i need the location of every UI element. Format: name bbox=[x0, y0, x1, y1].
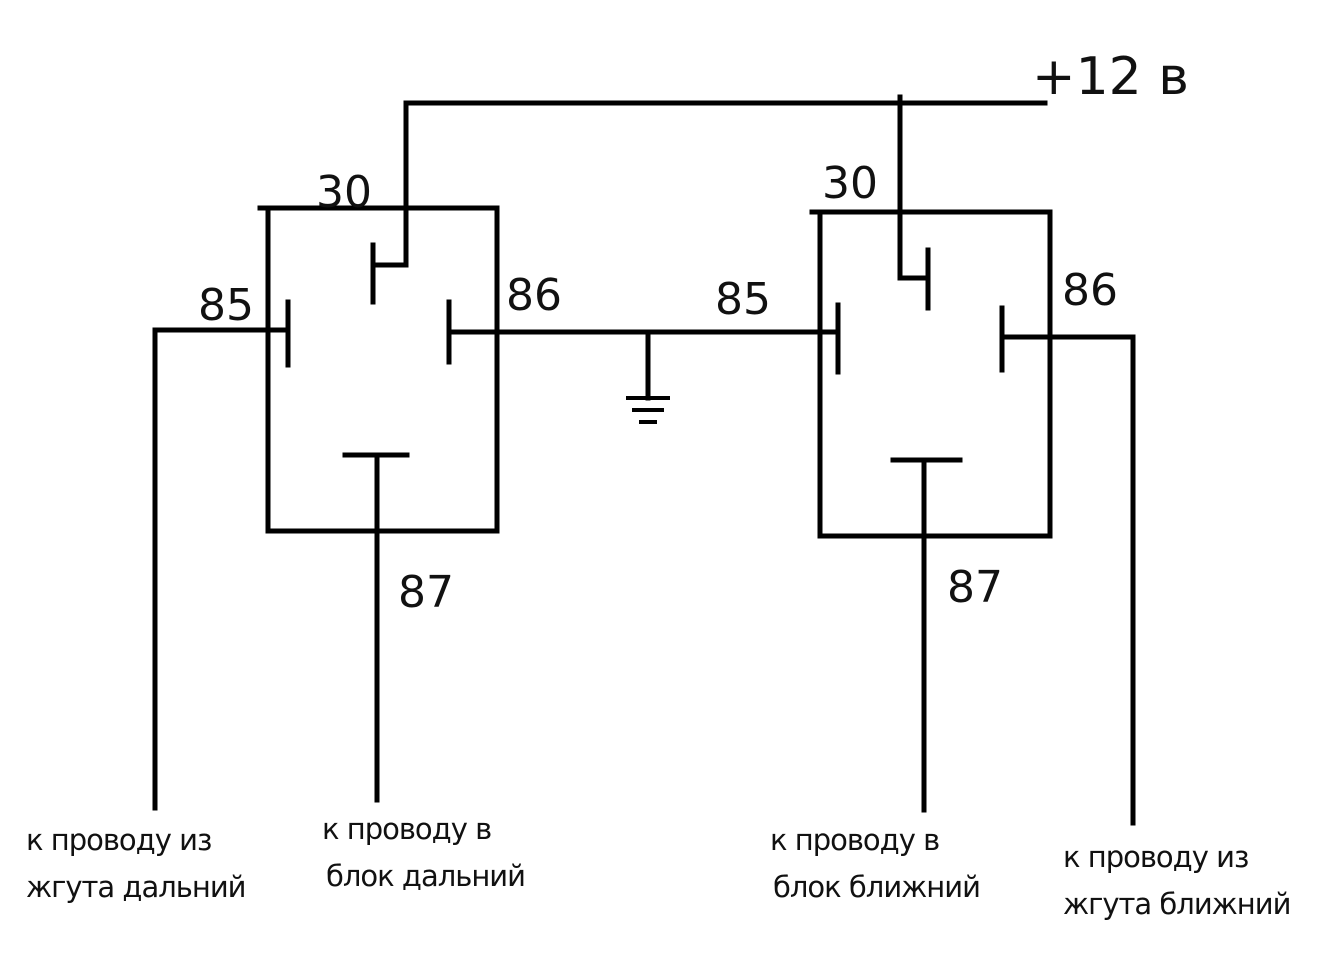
relay-right-contact-30 bbox=[897, 247, 931, 311]
relay-right-contact-86 bbox=[999, 305, 1136, 826]
supply-bus bbox=[403, 94, 1048, 281]
note-harness-high: к проводу из жгута дальний bbox=[26, 823, 247, 904]
note-block-high-line-2: блок дальний bbox=[326, 859, 525, 893]
relay-left-pin-86-label: 86 bbox=[506, 270, 562, 321]
note-harness-low: к проводу из жгута ближний bbox=[1063, 840, 1291, 921]
ground-icon bbox=[626, 396, 670, 424]
relay-right-pin-85-label: 85 bbox=[715, 274, 771, 325]
relay-right bbox=[809, 209, 1136, 826]
note-block-low-line-1: к проводу в bbox=[770, 823, 939, 857]
relay-right-pin-86-label: 86 bbox=[1062, 265, 1118, 316]
relay-left-contact-30 bbox=[370, 242, 409, 305]
note-harness-high-line-1: к проводу из bbox=[26, 823, 211, 857]
relay-left bbox=[152, 205, 500, 811]
relay-right-pin-30-label: 30 bbox=[822, 158, 878, 209]
note-harness-high-line-2: жгута дальний bbox=[26, 870, 246, 904]
relay-left-contact-86 bbox=[446, 299, 500, 365]
relay-right-body bbox=[809, 209, 1053, 539]
relay-left-pin-85-label: 85 bbox=[198, 280, 254, 331]
relay-left-pin-30-label: 30 bbox=[316, 167, 372, 218]
relay-right-contact-87 bbox=[890, 457, 963, 813]
note-block-low: к проводу в блок ближний bbox=[770, 823, 981, 904]
note-block-high: к проводу в блок дальний bbox=[322, 812, 526, 893]
relay-left-contact-85 bbox=[152, 299, 291, 811]
supply-label: +12 в bbox=[1032, 47, 1189, 107]
relay-left-pin-87-label: 87 bbox=[398, 567, 454, 618]
relay-left-contact-87 bbox=[342, 452, 410, 803]
relay-right-pin-87-label: 87 bbox=[947, 562, 1003, 613]
note-harness-low-line-1: к проводу из bbox=[1063, 840, 1248, 874]
note-block-low-line-2: блок ближний bbox=[773, 870, 980, 904]
ground-link bbox=[494, 329, 841, 401]
note-harness-low-line-2: жгута ближний bbox=[1063, 887, 1290, 921]
relay-left-body bbox=[257, 205, 500, 534]
note-block-high-line-1: к проводу в bbox=[322, 812, 491, 846]
